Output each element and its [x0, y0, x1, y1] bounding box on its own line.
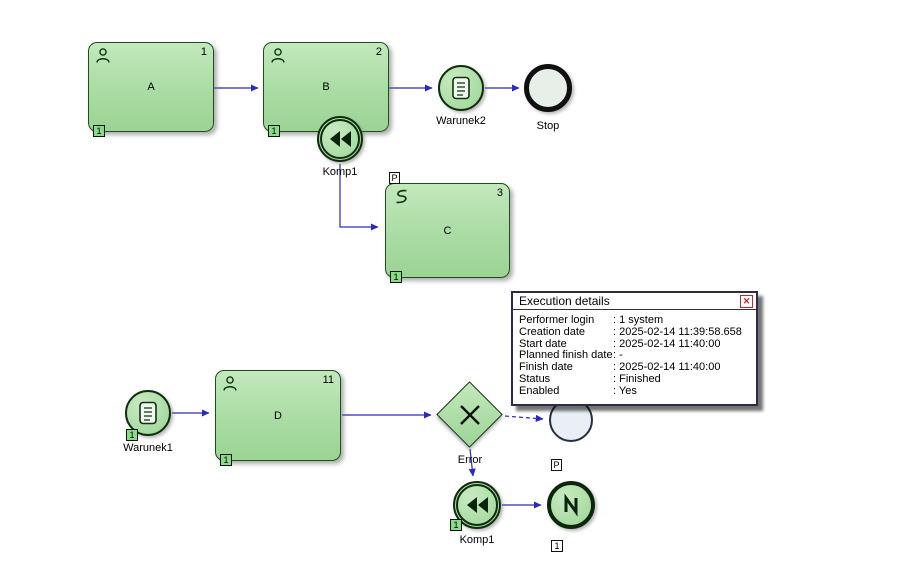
detail-value: : -: [613, 349, 623, 362]
detail-label: Planned finish date: [519, 349, 613, 362]
detail-row: Performer login : 1 system: [519, 314, 752, 327]
task-node-d[interactable]: 11 D 1: [215, 370, 341, 466]
detail-row: Start date : 2025-02-14 11:40:00: [519, 337, 752, 351]
node-label-stop: Stop: [536, 120, 560, 132]
rewind-icon: [467, 497, 488, 513]
window-title: Execution details: [519, 294, 610, 308]
node-label-error: Error: [457, 454, 483, 466]
detail-value: : 1 system: [613, 314, 664, 326]
instance-count-badge: 1: [126, 429, 138, 441]
close-icon[interactable]: ✕: [740, 294, 753, 308]
person-icon: [96, 48, 110, 63]
instance-count-badge: 1: [220, 454, 232, 466]
task-label: A: [147, 81, 155, 93]
detail-row: Enabled : Yes: [519, 384, 752, 398]
detail-row: Status : Finished: [519, 372, 752, 386]
compensation-node-komp1-top[interactable]: [317, 116, 363, 162]
detail-label: Enabled: [519, 384, 560, 397]
detail-row: Finish date : 2025-02-14 11:40:00: [519, 361, 752, 374]
detail-label: Finish date: [519, 361, 573, 374]
detail-value: : 2025-02-14 11:39:58.658: [613, 325, 742, 338]
task-number: 2: [375, 46, 382, 58]
person-icon: [271, 48, 285, 63]
detail-value: : 2025-02-14 11:40:00: [613, 337, 721, 350]
detail-label: Start date: [519, 337, 567, 350]
task-label: C: [443, 224, 452, 237]
task-label: B: [322, 81, 330, 93]
error-end-node[interactable]: [547, 481, 595, 529]
task-number: 1: [200, 46, 207, 58]
rewind-icon: [330, 131, 351, 147]
node-label-warunek2: Warunek2: [436, 115, 486, 127]
script-icon: [396, 189, 407, 204]
details-body: Performer login : 1 system Creation date…: [513, 310, 756, 404]
node-label-warunek1: Warunek1: [123, 442, 173, 454]
detail-value: : 2025-02-14 11:40:00: [613, 361, 721, 374]
detail-value: : Yes: [613, 384, 637, 397]
detail-label: Status: [519, 372, 551, 385]
condition-node-warunek2[interactable]: [438, 65, 484, 111]
instance-count-badge: 1: [450, 519, 462, 531]
node-label-komp1-top: Komp1: [322, 166, 358, 178]
lightning-icon: [564, 493, 578, 517]
instance-count-badge: 1: [551, 540, 563, 552]
task-label: D: [274, 409, 282, 422]
stop-node[interactable]: [524, 64, 572, 112]
detail-label: Creation date: [519, 325, 586, 338]
task-node-b[interactable]: 2 B 1: [263, 42, 389, 137]
document-icon: [452, 76, 470, 100]
priority-marker: P: [389, 172, 400, 184]
x-cross-icon: [460, 405, 480, 425]
task-node-c[interactable]: P 3 C 1: [385, 172, 510, 283]
detail-row: Planned finish date : -: [519, 350, 752, 362]
detail-row: Creation date : 2025-02-14 11:39:58.658: [519, 325, 752, 339]
execution-details-window: Execution details ✕ Performer login : 1 …: [511, 291, 758, 406]
detail-value: : Finished: [613, 372, 661, 385]
instance-count-badge: 1: [390, 271, 402, 283]
instance-count-badge: 1: [268, 125, 280, 137]
instance-count-badge: 1: [93, 125, 105, 137]
detail-label: Performer login: [519, 314, 595, 326]
task-number: 11: [322, 374, 334, 386]
task-node-a[interactable]: 1 A 1: [88, 42, 214, 137]
priority-marker: P: [551, 459, 562, 471]
document-icon: [139, 401, 157, 425]
person-icon: [223, 376, 237, 391]
condition-node-warunek1[interactable]: [125, 390, 171, 436]
node-label-komp1-bottom: Komp1: [459, 534, 495, 546]
window-titlebar[interactable]: Execution details ✕: [513, 293, 756, 310]
task-number: 3: [496, 187, 503, 199]
